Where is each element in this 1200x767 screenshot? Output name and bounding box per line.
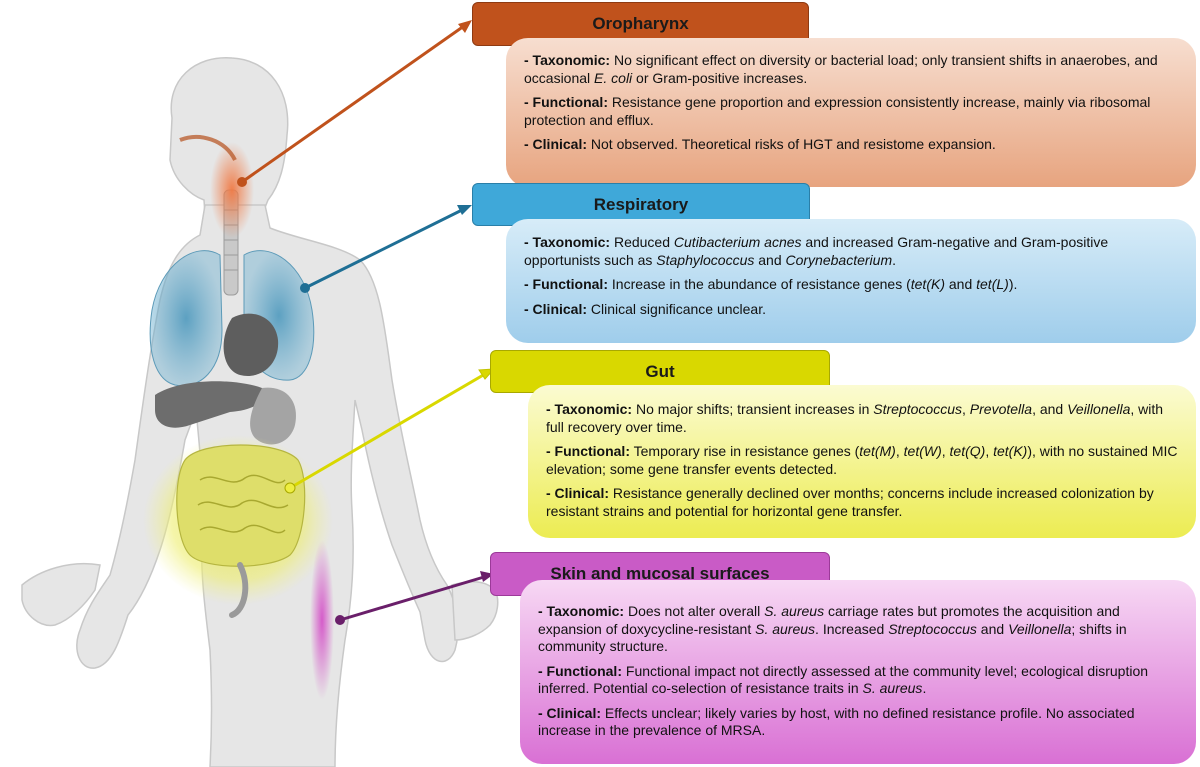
gut-clinical: - Clinical: Resistance generally decline… <box>546 485 1154 519</box>
oropharynx-functional: - Functional: Resistance gene proportion… <box>524 94 1151 128</box>
colon <box>229 562 249 618</box>
liver <box>155 381 265 428</box>
respiratory-taxonomic: - Taxonomic: Reduced Cutibacterium acnes… <box>524 234 1109 268</box>
nasal-cavity <box>179 134 237 161</box>
oropharynx-highlight <box>210 142 254 238</box>
respiratory-title: Respiratory <box>472 183 810 226</box>
left-lung <box>149 250 223 387</box>
gut-functional: - Functional: Temporary rise in resistan… <box>546 443 1178 477</box>
heart <box>223 313 279 376</box>
oropharynx-clinical: - Clinical: Not observed. Theoretical ri… <box>524 136 996 152</box>
oropharynx-panel: - Taxonomic: No significant effect on di… <box>506 38 1196 187</box>
gut-taxonomic: - Taxonomic: No major shifts; transient … <box>546 401 1164 435</box>
small-intestine-coils <box>197 474 289 534</box>
oropharynx-taxonomic: - Taxonomic: No significant effect on di… <box>524 52 1158 86</box>
skin-taxonomic: - Taxonomic: Does not alter overall S. a… <box>538 603 1127 654</box>
respiratory-clinical: - Clinical: Clinical significance unclea… <box>524 300 766 317</box>
intestines <box>176 444 306 567</box>
hands <box>21 562 499 641</box>
skin-highlight <box>310 540 334 700</box>
oropharynx-title-text: Oropharynx <box>592 14 689 33</box>
respiratory-functional: - Functional: Increase in the abundance … <box>524 276 1018 292</box>
skin-panel: - Taxonomic: Does not alter overall S. a… <box>520 580 1196 764</box>
skin-title-text: Skin and mucosal surfaces <box>550 564 770 583</box>
gut-panel: - Taxonomic: No major shifts; transient … <box>528 385 1196 538</box>
skin-functional: - Functional: Functional impact not dire… <box>538 662 1149 697</box>
skin-clinical: - Clinical: Effects unclear; likely vari… <box>538 704 1135 739</box>
gut-title-text: Gut <box>645 361 675 381</box>
respiratory-title-text: Respiratory <box>593 194 689 214</box>
connector-arrows <box>237 20 496 625</box>
respiratory-panel: - Taxonomic: Reduced Cutibacterium acnes… <box>506 219 1196 343</box>
stomach <box>250 387 296 445</box>
